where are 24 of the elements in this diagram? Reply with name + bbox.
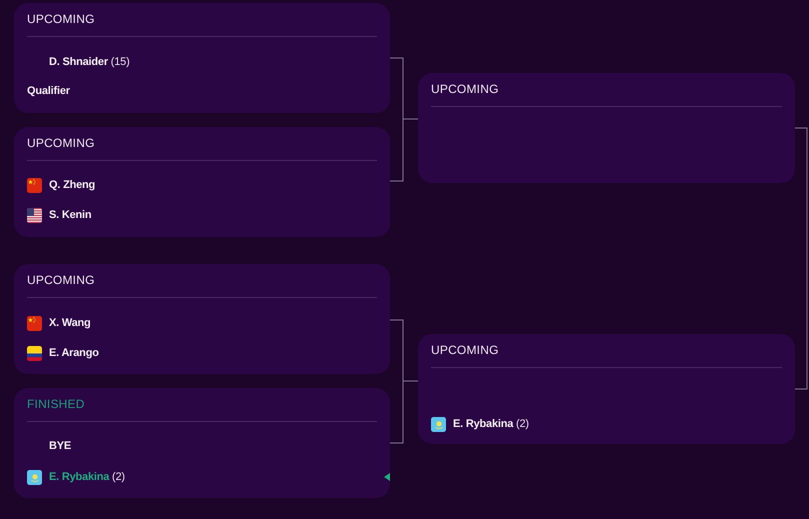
bracket-line bbox=[794, 128, 808, 390]
player-name: E. Arango bbox=[49, 346, 99, 361]
match-card bbox=[14, 388, 390, 498]
player-name: BYE bbox=[49, 439, 72, 454]
player-name: S. Kenin bbox=[49, 208, 92, 223]
match-card bbox=[418, 73, 795, 183]
bracket-line bbox=[390, 118, 418, 182]
player-name: X. Wang bbox=[49, 316, 91, 331]
player-name: Q. Zheng bbox=[49, 178, 96, 193]
match-card bbox=[14, 264, 390, 374]
player-name: E. Rybakina (2) bbox=[49, 470, 125, 485]
match-card bbox=[14, 3, 390, 113]
status-label: UPCOMING bbox=[27, 136, 95, 150]
match-card bbox=[418, 334, 795, 444]
status-label: UPCOMING bbox=[431, 343, 499, 357]
status-label: UPCOMING bbox=[27, 273, 95, 287]
player-name: D. Shnaider (15) bbox=[49, 55, 130, 70]
status-label: UPCOMING bbox=[431, 82, 499, 96]
status-label: FINISHED bbox=[27, 397, 85, 411]
bracket-line bbox=[390, 380, 418, 444]
player-name: Qualifier bbox=[27, 84, 70, 99]
player-name: E. Rybakina (2) bbox=[453, 417, 529, 432]
status-label: UPCOMING bbox=[27, 12, 95, 26]
match-card bbox=[14, 127, 390, 237]
